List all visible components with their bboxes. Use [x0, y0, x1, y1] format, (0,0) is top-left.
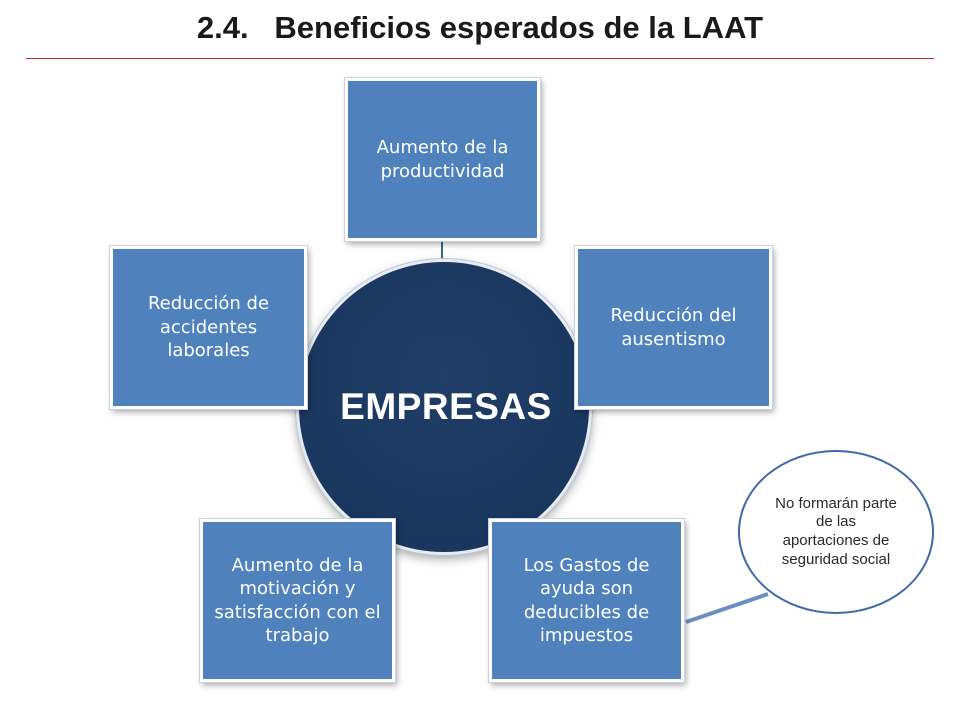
callout-text: No formarán parte de las aportaciones de… — [775, 494, 897, 568]
benefit-absenteeism: Reducción del ausentismo — [575, 246, 772, 409]
benefit-label: Aumento de la productividad — [376, 137, 509, 182]
benefit-label: Aumento de la motivación y satisfacción … — [214, 554, 381, 646]
callout-bubble: No formarán parte de las aportaciones de… — [738, 450, 934, 614]
center-hub-empresas: EMPRESAS — [296, 259, 592, 555]
title-underline — [26, 58, 934, 59]
benefit-accidents: Reducción de accidentes laborales — [110, 246, 307, 409]
benefit-label: Reducción de accidentes laborales — [147, 293, 270, 362]
benefit-productivity: Aumento de la productividad — [345, 78, 540, 241]
benefit-label: Los Gastos de ayuda son deducibles de im… — [523, 554, 650, 646]
benefit-label: Reducción del ausentismo — [610, 305, 737, 350]
benefit-motivation: Aumento de la motivación y satisfacción … — [200, 519, 395, 682]
slide-title: 2.4. Beneficios esperados de la LAAT — [196, 10, 764, 45]
hub-label: EMPRESAS — [340, 386, 552, 427]
callout-pointer — [685, 592, 769, 624]
benefit-tax-deductible: Los Gastos de ayuda son deducibles de im… — [489, 519, 684, 682]
